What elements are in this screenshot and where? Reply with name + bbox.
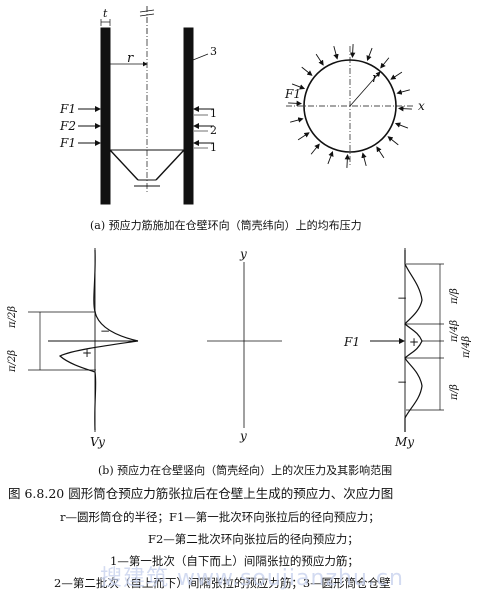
radial-arrow: [349, 44, 356, 58]
caption-a: (a) 预应力筋施加在仓壁环向（筒壳纬向）上的均布压力: [90, 219, 362, 232]
my-diagram: [370, 248, 444, 432]
vy-label: Vy: [90, 435, 105, 449]
silo-wall-left: [100, 27, 111, 205]
radial-arrow: [327, 150, 334, 165]
radial-arrow: [310, 143, 320, 155]
radial-arrow: [290, 117, 304, 123]
radial-pressure-arrows: [288, 44, 412, 168]
pi-beta-top: π/β: [449, 288, 460, 304]
radial-arrow: [398, 105, 412, 112]
radial-arrow: [333, 46, 339, 60]
my-force-label: F1: [344, 335, 360, 349]
thickness-label: t: [103, 7, 108, 20]
pi-4beta-bottom: π/4β: [461, 335, 472, 358]
silo-section: [78, 6, 214, 205]
figure-title: 图 6.8.20 圆形筒仓预应力筋张拉后在仓壁上生成的预应力、次应力图: [8, 486, 394, 501]
radial-arrow: [297, 132, 310, 141]
my-plus: +: [409, 335, 420, 349]
legend-line-2: F2—第二批次环向张拉后的径向预应力；: [148, 532, 359, 546]
vy-diagram: [28, 248, 139, 432]
radial-arrow: [390, 71, 403, 80]
tendon-1b-label: 1: [210, 141, 217, 154]
radial-arrow: [396, 89, 410, 95]
radial-arrow: [288, 100, 302, 107]
my-minus-bottom: −: [397, 375, 408, 389]
legend-line-1: r—圆形筒仓的半径；F1—第一批次环向张拉后的径向预应力；: [60, 510, 380, 524]
radial-arrow: [380, 57, 390, 69]
axis-y-top: y: [240, 247, 247, 261]
pi-4beta-top: π/4β: [449, 319, 460, 342]
caption-b: (b) 预应力在仓壁竖向（筒壳经向）上的次压力及其影响范围: [98, 464, 393, 477]
center-axes: [207, 262, 282, 428]
radial-arrow: [291, 83, 306, 90]
radial-arrow: [301, 66, 313, 76]
plan-x-label: x: [418, 99, 425, 113]
radial-arrow: [361, 152, 367, 166]
legend-line-3: 1—第一批次（自下而上）间隔张拉的预应力筋；: [110, 554, 359, 568]
silo-wall-right: [183, 27, 194, 205]
wall-3-label: 3: [210, 45, 217, 58]
radius-label: r: [127, 51, 134, 66]
plan-force-label: F1: [285, 87, 301, 101]
silo-plan: [286, 44, 414, 168]
pi-2beta-bottom: π/2β: [7, 349, 18, 372]
pi-2beta-top: π/2β: [7, 305, 18, 328]
radial-arrow: [366, 47, 373, 62]
watermark: 搜建筑 www.soujianzhu.cn: [100, 566, 404, 591]
tendon-2-label: 2: [210, 124, 217, 137]
radial-arrow: [344, 154, 351, 168]
tendon-1-label: 1: [210, 107, 217, 120]
vy-minus: −: [100, 324, 111, 338]
my-minus-top: −: [397, 291, 408, 305]
radial-arrow: [376, 146, 385, 159]
force-f1-bottom-label: F1: [60, 136, 76, 150]
vy-plus: +: [82, 346, 93, 360]
force-f2-label: F2: [60, 119, 76, 133]
pi-beta-bottom: π/β: [449, 384, 460, 400]
legend-line-4: 2—第二批次（自上而下）间隔张拉的预应力筋；3—圆形筒仓仓壁: [54, 576, 391, 590]
radial-arrow: [387, 136, 399, 146]
plan-radius-label: r: [372, 71, 379, 86]
force-f1-top-label: F1: [60, 102, 76, 116]
axis-y-bottom: y: [240, 429, 247, 443]
radial-arrow: [394, 122, 409, 129]
my-label: My: [395, 435, 415, 449]
radial-arrow: [315, 53, 324, 66]
